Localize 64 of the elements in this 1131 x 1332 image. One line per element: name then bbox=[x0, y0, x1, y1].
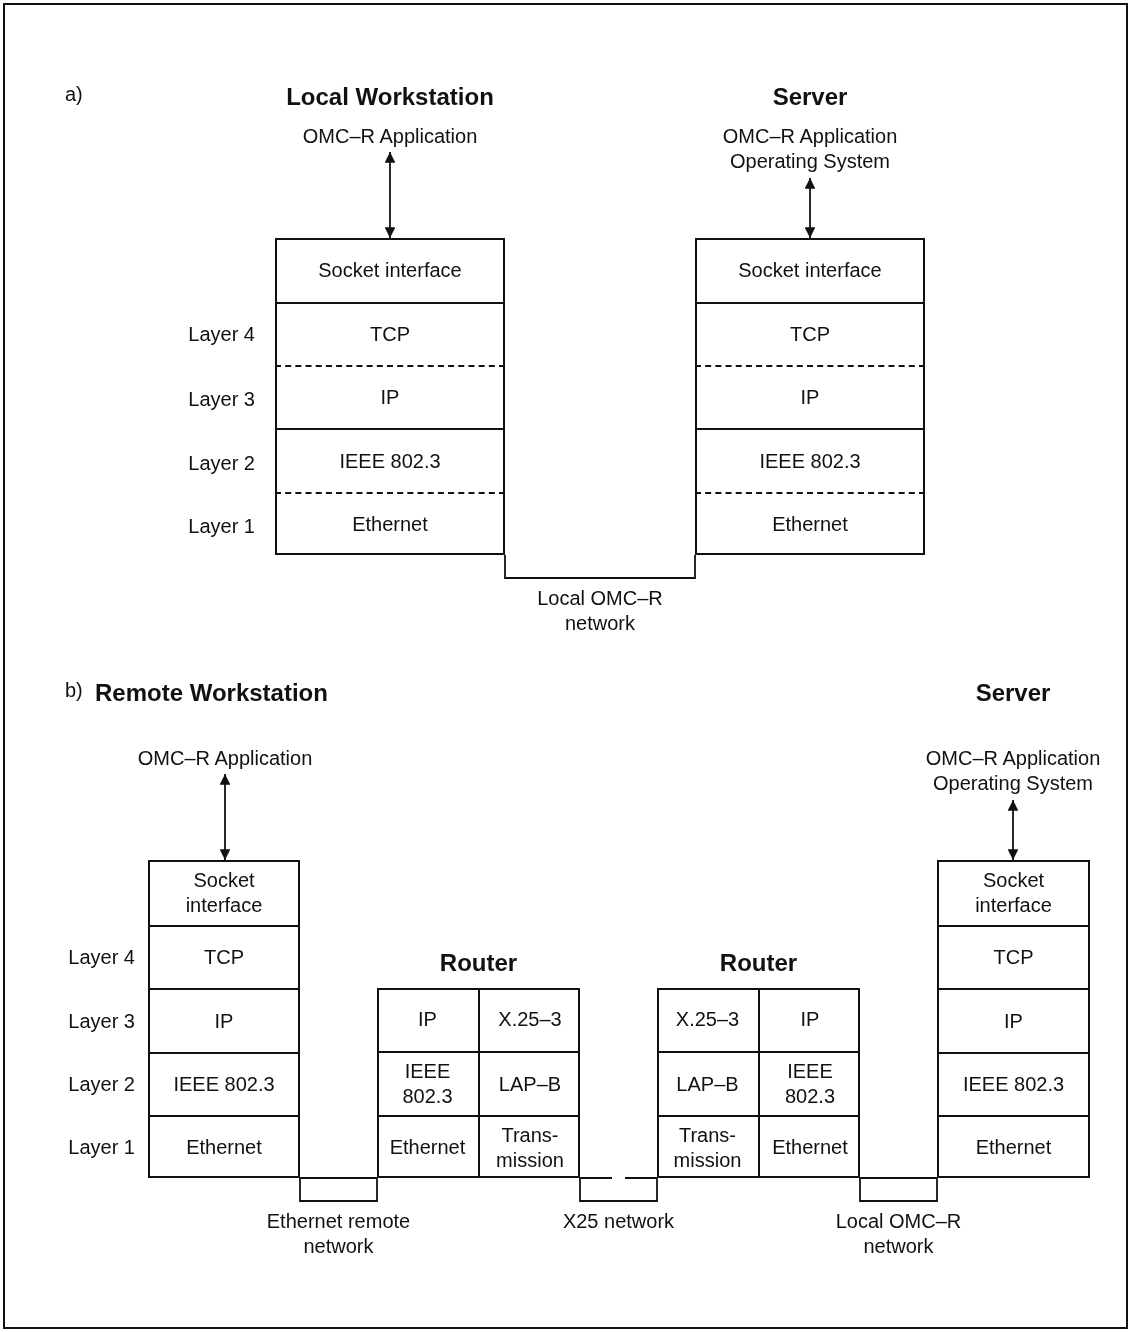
application-label: OMC–R Application bbox=[280, 124, 500, 152]
layer-label: Layer 1 bbox=[187, 514, 255, 539]
double-arrow bbox=[804, 177, 816, 239]
layer-label: Layer 3 bbox=[67, 1009, 135, 1034]
protocol-layer: Trans- mission bbox=[478, 1115, 580, 1178]
protocol-layer: Ethernet bbox=[758, 1115, 860, 1178]
protocol-layer: X.25–3 bbox=[478, 988, 580, 1051]
protocol-layer: IEEE 802.3 bbox=[758, 1051, 860, 1115]
protocol-layer: IEEE 802.3 bbox=[695, 428, 925, 492]
panel-label: b) bbox=[65, 678, 83, 703]
protocol-stack bbox=[275, 238, 505, 555]
stack-title: Router bbox=[438, 948, 519, 978]
application-label: OMC–R Application bbox=[115, 746, 335, 774]
protocol-stack bbox=[695, 238, 925, 555]
protocol-layer: IP bbox=[758, 988, 860, 1051]
network-line bbox=[299, 1177, 378, 1202]
protocol-layer: LAP–B bbox=[478, 1051, 580, 1115]
stack-title: Router bbox=[718, 948, 799, 978]
layer-label: Layer 4 bbox=[187, 322, 255, 347]
protocol-layer: LAP–B bbox=[657, 1051, 758, 1115]
protocol-layer: X.25–3 bbox=[657, 988, 758, 1051]
double-arrow bbox=[384, 151, 396, 239]
network-line bbox=[859, 1177, 938, 1202]
protocol-layer: IP bbox=[148, 988, 300, 1052]
protocol-layer: Socket interface bbox=[937, 860, 1090, 925]
protocol-layer: Ethernet bbox=[377, 1115, 478, 1178]
column-heading: Server bbox=[975, 678, 1051, 708]
protocol-layer: Socket interface bbox=[148, 860, 300, 925]
column-heading: Server bbox=[772, 82, 848, 112]
protocol-layer: Socket interface bbox=[695, 238, 925, 302]
protocol-layer: IEEE 802.3 bbox=[377, 1051, 478, 1115]
protocol-layer: IP bbox=[937, 988, 1090, 1052]
protocol-layer: Ethernet bbox=[148, 1115, 300, 1178]
protocol-stack bbox=[148, 860, 300, 1178]
layer-label: Layer 2 bbox=[67, 1072, 135, 1097]
protocol-layer: TCP bbox=[695, 302, 925, 365]
layer-label: Layer 3 bbox=[187, 387, 255, 412]
protocol-layer: IP bbox=[275, 365, 505, 428]
protocol-stack bbox=[937, 860, 1090, 1178]
application-label: OMC–R Application Operating System bbox=[903, 746, 1123, 800]
panel-label: a) bbox=[65, 82, 83, 107]
protocol-layer: Ethernet bbox=[937, 1115, 1090, 1178]
protocol-layer: Trans- mission bbox=[657, 1115, 758, 1178]
layer-label: Layer 2 bbox=[187, 451, 255, 476]
protocol-layer: TCP bbox=[937, 925, 1090, 988]
double-arrow bbox=[219, 773, 231, 861]
protocol-layer: IEEE 802.3 bbox=[148, 1052, 300, 1115]
protocol-layer: Ethernet bbox=[275, 492, 505, 555]
network-line bbox=[579, 1177, 658, 1202]
protocol-layer: TCP bbox=[148, 925, 300, 988]
protocol-layer: IP bbox=[377, 988, 478, 1051]
network-line bbox=[504, 554, 696, 579]
column-heading: Remote Workstation bbox=[95, 678, 328, 708]
protocol-layer: IEEE 802.3 bbox=[275, 428, 505, 492]
protocol-layer: Socket interface bbox=[275, 238, 505, 302]
protocol-layer: IEEE 802.3 bbox=[937, 1052, 1090, 1115]
column-heading: Local Workstation bbox=[286, 82, 494, 112]
layer-label: Layer 4 bbox=[67, 945, 135, 970]
layer-label: Layer 1 bbox=[67, 1135, 135, 1160]
application-label: OMC–R Application Operating System bbox=[700, 124, 920, 178]
protocol-layer: Ethernet bbox=[695, 492, 925, 555]
protocol-layer: IP bbox=[695, 365, 925, 428]
double-arrow bbox=[1007, 799, 1019, 861]
protocol-layer: TCP bbox=[275, 302, 505, 365]
